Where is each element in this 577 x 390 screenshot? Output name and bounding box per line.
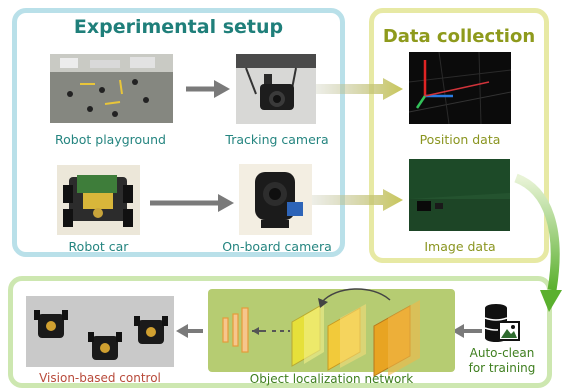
data-collection-title: Data collection [382, 26, 536, 47]
image-icon [498, 321, 520, 341]
arrow-right-icon [186, 80, 230, 98]
tracking-camera-image [236, 54, 316, 124]
arrow-left-icon [452, 324, 482, 338]
arrow-left-icon [176, 324, 203, 338]
tracking-camera-label: Tracking camera [225, 132, 329, 147]
onboard-camera-label: On-board camera [222, 239, 332, 254]
arrow-right-icon [316, 78, 403, 100]
database-icon [484, 304, 508, 342]
network-label: Object localization network [249, 372, 414, 386]
robot-car-label: Robot car [68, 239, 129, 254]
autoclean-label-line1: Auto-clean [469, 346, 535, 360]
vision-control-label: Vision-based control [39, 371, 161, 385]
experimental-setup-title: Experimental setup [73, 16, 284, 38]
arrow-right-icon [150, 194, 234, 212]
onboard-camera-image [239, 164, 312, 235]
curved-arrow-icon [514, 173, 562, 312]
robot-playground-image [50, 54, 173, 123]
robot-playground-label: Robot playground [55, 132, 166, 147]
autoclean-label-line2: for training [468, 361, 536, 375]
image-data-label: Image data [424, 239, 496, 254]
arrow-right-icon [312, 189, 403, 211]
robot-car-image [57, 165, 140, 235]
vision-control-image [26, 296, 174, 367]
position-data-label: Position data [419, 132, 501, 147]
position-data-image [409, 52, 511, 124]
image-data-image [409, 159, 510, 231]
